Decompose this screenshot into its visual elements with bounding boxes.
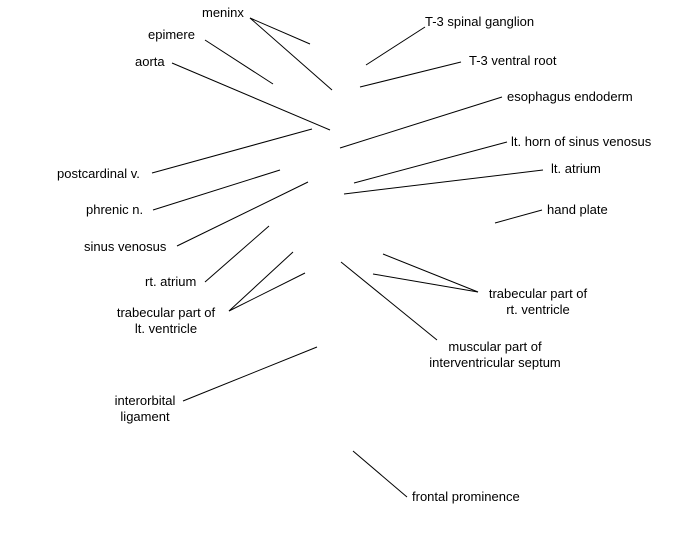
label-trabecular-lt-ventricle: trabecular part of lt. ventricle <box>108 305 224 337</box>
label-t3-spinal-ganglion: T-3 spinal ganglion <box>425 14 535 29</box>
label-interorbital-ligament-line1: interorbital <box>114 393 176 408</box>
leader-rt-atrium <box>204 225 270 283</box>
label-sinus-venosus: sinus venosus <box>84 239 167 254</box>
label-trabecular-rt-ventricle-line1: trabecular part of <box>488 286 588 301</box>
label-trabecular-lt-ventricle-line1: trabecular part of <box>116 305 216 320</box>
leader-t3-spinal-ganglion <box>365 26 426 66</box>
leader-trabecular-lt-ventricle-1 <box>228 251 294 312</box>
leader-phrenic-n <box>152 169 281 211</box>
label-muscular-interventricular-septum: muscular part of interventricular septum <box>422 339 568 371</box>
leader-lt-horn-sinus-venosus <box>353 141 508 184</box>
leader-hand-plate <box>494 209 543 224</box>
leader-muscular-interventricular-septum <box>340 261 438 341</box>
label-muscular-interventricular-septum-line2: interventricular septum <box>429 355 561 370</box>
label-trabecular-rt-ventricle-line2: rt. ventricle <box>506 302 570 317</box>
label-rt-atrium: rt. atrium <box>145 274 197 289</box>
label-esophagus-endoderm: esophagus endoderm <box>507 89 633 104</box>
label-t3-ventral-root: T-3 ventral root <box>469 53 557 68</box>
leader-trabecular-lt-ventricle-2 <box>228 272 306 312</box>
label-interorbital-ligament-line2: ligament <box>120 409 170 424</box>
label-epimere: epimere <box>148 27 195 42</box>
label-frontal-prominence: frontal prominence <box>412 489 520 504</box>
leader-epimere <box>204 39 274 85</box>
label-lt-atrium: lt. atrium <box>551 161 601 176</box>
label-trabecular-rt-ventricle: trabecular part of rt. ventricle <box>480 286 596 318</box>
leader-meninx-1 <box>249 17 311 45</box>
leader-lt-atrium <box>343 169 544 195</box>
label-meninx: meninx <box>202 5 244 20</box>
leader-sinus-venosus <box>176 181 309 247</box>
label-interorbital-ligament: interorbital ligament <box>106 393 184 425</box>
leader-trabecular-rt-ventricle-2 <box>372 273 479 293</box>
label-aorta: aorta <box>135 54 165 69</box>
label-trabecular-lt-ventricle-line2: lt. ventricle <box>134 321 198 336</box>
label-phrenic-n: phrenic n. <box>86 202 144 217</box>
label-lt-horn-sinus-venosus: lt. horn of sinus venosus <box>511 134 652 149</box>
leader-postcardinal-v <box>151 128 313 174</box>
leader-meninx-2 <box>249 17 333 91</box>
leader-interorbital-ligament <box>182 346 318 402</box>
leader-aorta <box>171 62 331 131</box>
label-muscular-interventricular-septum-line1: muscular part of <box>448 339 542 354</box>
label-postcardinal-v: postcardinal v. <box>57 166 140 181</box>
leader-frontal-prominence <box>352 450 408 498</box>
label-hand-plate: hand plate <box>547 202 608 217</box>
leader-t3-ventral-root <box>359 61 462 88</box>
leader-trabecular-rt-ventricle-1 <box>382 253 479 293</box>
leader-esophagus-endoderm <box>339 96 503 149</box>
